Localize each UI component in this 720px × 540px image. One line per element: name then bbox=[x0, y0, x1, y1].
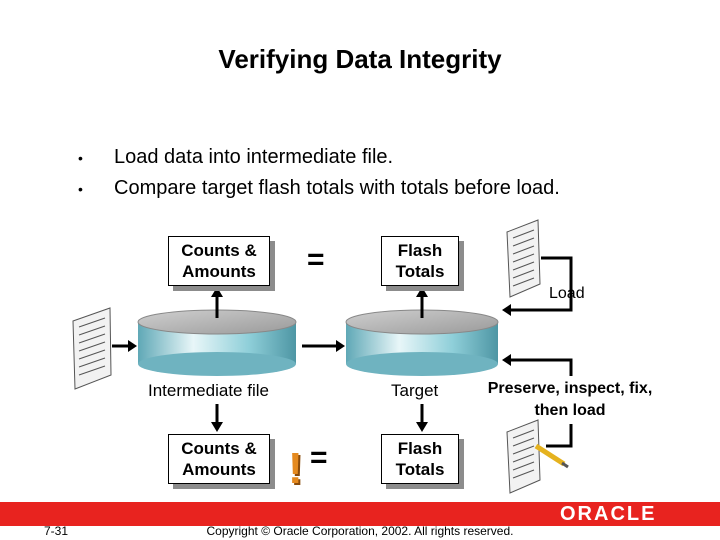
warning-mark: ! bbox=[288, 444, 303, 493]
intermediate-file-label: Intermediate file bbox=[148, 381, 269, 400]
oracle-logo: ORACLE bbox=[560, 503, 657, 525]
slide-title: Verifying Data Integrity bbox=[218, 44, 502, 74]
intermediate-file-cylinder bbox=[137, 309, 297, 376]
pencil-icon bbox=[534, 443, 569, 469]
preserve-connector bbox=[546, 424, 573, 448]
equals-operator: = bbox=[307, 243, 325, 276]
source-document-icon bbox=[72, 307, 112, 390]
load-connector bbox=[506, 256, 573, 312]
flash-totals-box-top: Flash Totals bbox=[381, 236, 459, 286]
copyright-text: Copyright © Oracle Corporation, 2002. Al… bbox=[206, 524, 514, 538]
footer-bar bbox=[0, 502, 720, 526]
counts-amounts-box-top: Counts & Amounts bbox=[168, 236, 270, 286]
bullet-dot: • bbox=[78, 149, 83, 166]
flash-totals-box-bottom: Flash Totals bbox=[381, 434, 459, 484]
bullet-item: •Compare target flash totals with totals… bbox=[78, 177, 560, 199]
bullet-dot: • bbox=[78, 180, 83, 197]
not-equals-equals-sign: = bbox=[310, 441, 328, 474]
return-connector bbox=[506, 358, 573, 376]
target-label: Target bbox=[391, 381, 439, 400]
load-label: Load bbox=[549, 285, 585, 302]
not-equals-operator: !!= bbox=[288, 440, 303, 493]
load-document-icon bbox=[506, 219, 541, 298]
inspect-document-icon bbox=[506, 419, 541, 494]
target-cylinder bbox=[345, 309, 499, 376]
counts-amounts-box-bottom: Counts & Amounts bbox=[168, 434, 270, 484]
slide-number: 7-31 bbox=[44, 524, 69, 538]
bullet-item: •Load data into intermediate file. bbox=[78, 146, 394, 168]
preserve-label: Preserve, inspect, fix, then load bbox=[487, 380, 653, 419]
